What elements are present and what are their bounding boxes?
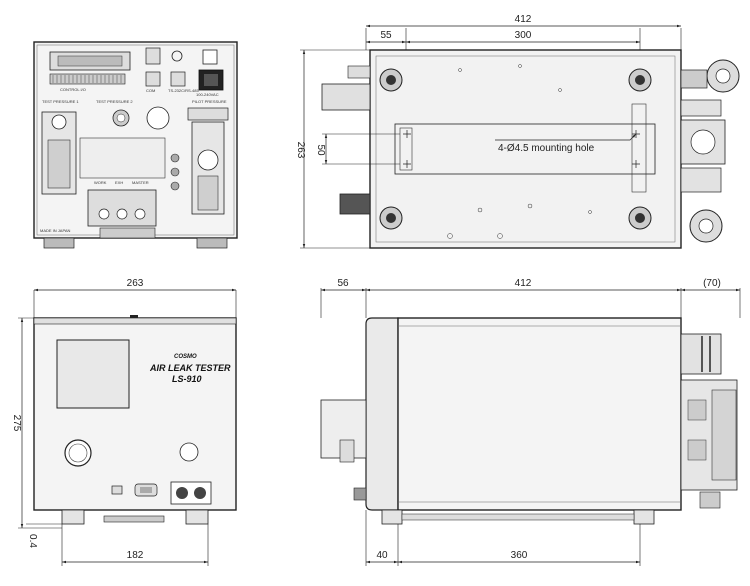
dim-top-depth: 263 [295,142,306,159]
master-label: MASTER [132,180,149,185]
product-name: AIR LEAK TESTER [149,363,231,373]
valve-block [87,189,157,227]
model-name: LS-910 [172,374,202,384]
dim-side-foot-offset: 40 [376,550,388,561]
mounting-rail [394,123,656,175]
dim-front-foot-pitch: 182 [127,550,144,561]
dim-side-front-overhang: 56 [337,278,349,289]
made-in-label: MADE IN JAPAN [40,228,70,233]
ts232c-label: TS-232C/RS-485 [168,88,199,93]
work-label: WORK [94,180,107,185]
front-knob-right [179,442,199,462]
power-label: 100-240VAC [196,92,219,97]
dim-top-hole-pitch-x: 300 [515,30,532,41]
dim-top-width: 412 [515,14,532,25]
mounting-hole-note: 4-Ø4.5 mounting hole [498,143,595,154]
com-label: COM [146,88,155,93]
side-view: 56 412 (70) 40 360 [320,278,741,566]
dim-front-width: 263 [127,278,144,289]
dim-top-hole-pitch-y: 50 [315,144,326,156]
pilot-pressure-label: PILOT PRESSURE [192,99,227,104]
side-body [397,317,682,511]
blank-port-circle [146,106,170,130]
front-display [56,339,130,409]
power-switch [202,49,218,65]
dim-side-rear-protrusion: (70) [703,278,721,289]
exh-label: EXH [115,180,123,185]
brand-logo: COSMO [174,354,197,360]
dim-front-foot-gap: 0.4 [27,534,38,548]
test-pressure-1-label: TEST PRESSURE 1 [42,99,79,104]
dim-side-foot-pitch: 360 [511,550,528,561]
dim-front-height: 275 [11,415,22,432]
test-pressure-2-label: TEST PRESSURE 2 [96,99,133,104]
dim-side-body-length: 412 [515,278,532,289]
dim-top-front-offset: 55 [380,30,392,41]
front-view: 263 COSMO AIR LEAK TESTER LS-910 275 0.4 [11,278,237,566]
control-io-label: CONTROL I/O [60,87,86,92]
top-view: 412 55 300 263 50 4-Ø4.5 mounting hole [295,14,740,249]
rear-view: CONTROL I/O COM TS-232C/RS-485 100-240VA… [33,41,238,249]
